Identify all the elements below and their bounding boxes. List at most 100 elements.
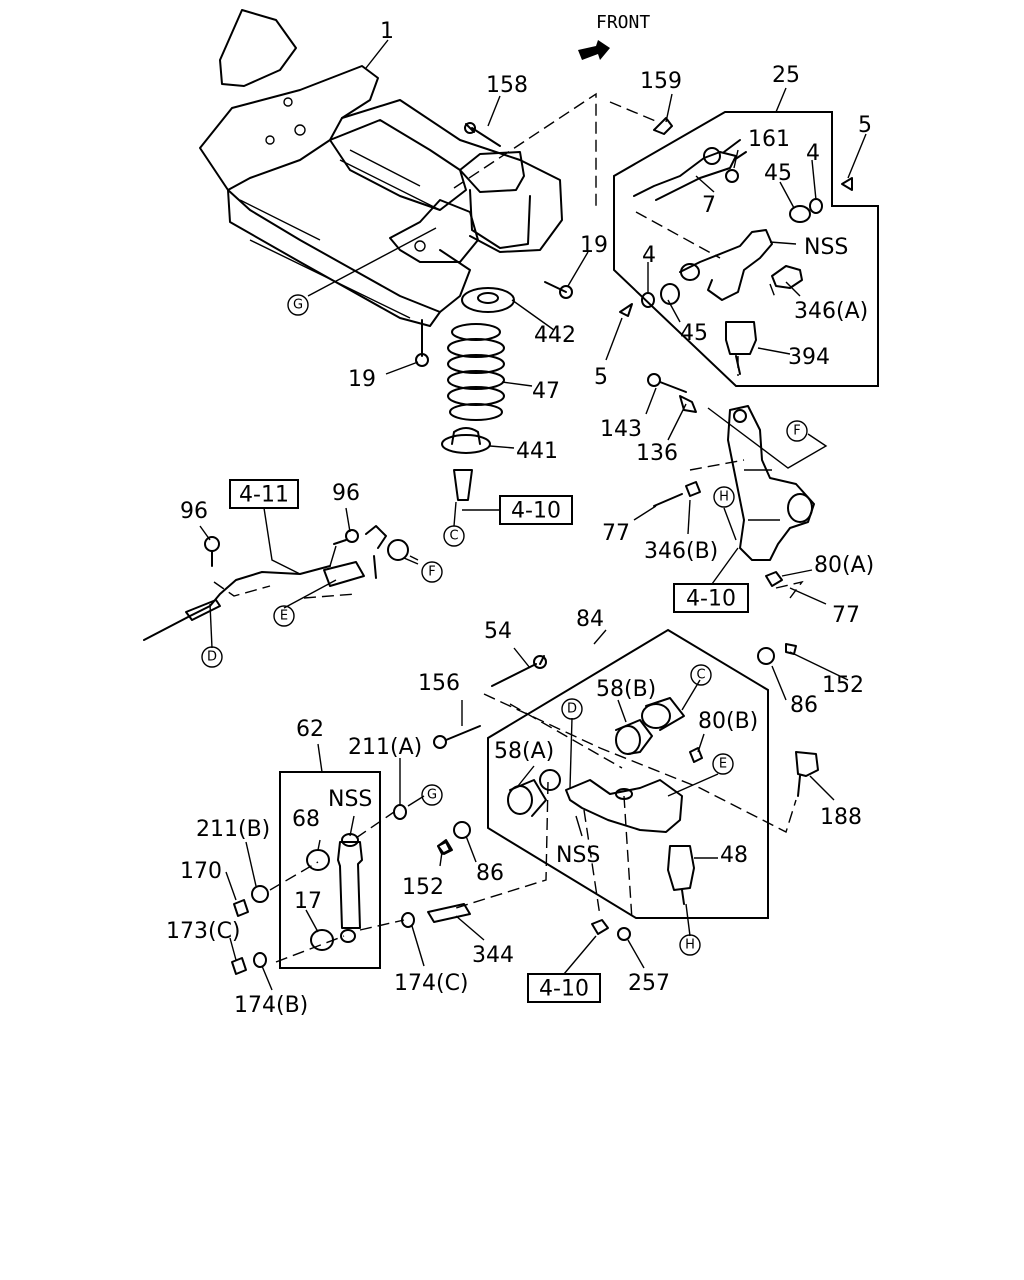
circle-leaders xyxy=(209,227,737,937)
label-80b: 80(B) xyxy=(698,709,758,734)
label-77-upper: 77 xyxy=(602,521,630,546)
label-174b: 174(B) xyxy=(234,993,308,1018)
bolt-19-upper xyxy=(544,281,573,299)
label-152-right: 152 xyxy=(822,673,864,698)
clip-136 xyxy=(679,395,697,413)
upper-arm-parts xyxy=(619,139,853,375)
label-143: 143 xyxy=(600,417,642,442)
svg-text:D: D xyxy=(207,650,217,665)
ref-box-4-10-knuckle[interactable]: 4-10 xyxy=(673,583,749,613)
marker-C-spring: C xyxy=(443,525,465,547)
frame-crossmember xyxy=(199,9,563,327)
svg-text:D: D xyxy=(567,702,577,717)
svg-text:C: C xyxy=(449,529,458,544)
label-25: 25 xyxy=(772,63,800,88)
cotter-pin-77a xyxy=(653,493,683,507)
marker-H-lower: H xyxy=(679,934,701,956)
label-19-upper: 19 xyxy=(580,233,608,258)
leader-lines xyxy=(199,39,867,991)
shock-box-62 xyxy=(279,771,381,969)
label-1: 1 xyxy=(380,19,394,44)
label-nss-lower-arm: NSS xyxy=(556,843,600,868)
upper-arm-guide xyxy=(635,211,777,376)
lower-arm-parts xyxy=(433,643,819,905)
front-label: FRONT xyxy=(596,12,650,33)
svg-text:H: H xyxy=(685,938,695,953)
label-62: 62 xyxy=(296,717,324,742)
label-77-lower: 77 xyxy=(832,603,860,628)
guide-knuckle xyxy=(689,459,804,599)
svg-text:F: F xyxy=(428,565,435,580)
bolt-19-lower xyxy=(415,319,429,367)
label-161: 161 xyxy=(748,127,790,152)
label-48: 48 xyxy=(720,843,748,868)
ref-label-4-10-knuckle: 4-10 xyxy=(686,587,736,612)
label-346b: 346(B) xyxy=(644,539,718,564)
shock-guide xyxy=(269,811,405,963)
label-4-upper: 4 xyxy=(806,141,820,166)
label-nss-upper-arm: NSS xyxy=(804,235,848,260)
svg-text:H: H xyxy=(719,490,729,505)
label-84: 84 xyxy=(576,607,604,632)
label-47: 47 xyxy=(532,379,560,404)
label-5-lower: 5 xyxy=(594,365,608,390)
label-170: 170 xyxy=(180,859,222,884)
label-4-lower: 4 xyxy=(642,243,656,268)
label-58a: 58(A) xyxy=(494,739,554,764)
nut-346b xyxy=(685,481,701,497)
harness-guide xyxy=(213,555,419,599)
sensor-harness xyxy=(143,525,409,641)
part-labels: 1 158 159 25 161 5 45 4 7 19 NSS 4 346(A… xyxy=(166,19,874,1018)
marker-E-harness: E xyxy=(273,605,295,627)
label-45-upper: 45 xyxy=(764,161,792,186)
harness-leader xyxy=(263,507,337,575)
label-152-left: 152 xyxy=(402,875,444,900)
label-156: 156 xyxy=(418,671,460,696)
label-80a: 80(A) xyxy=(814,553,874,578)
label-96-right: 96 xyxy=(332,481,360,506)
label-394: 394 xyxy=(788,345,830,370)
bolt-158 xyxy=(464,122,501,147)
label-68: 68 xyxy=(292,807,320,832)
label-346a: 346(A) xyxy=(794,299,868,324)
coil-spring-47 xyxy=(447,323,505,421)
ref-box-4-11[interactable]: 4-11 xyxy=(229,479,299,509)
ref-label-4-10-lower: 4-10 xyxy=(539,977,589,1002)
marker-F-knuckle: F xyxy=(786,420,808,442)
ref-leaders xyxy=(462,509,739,975)
svg-text:C: C xyxy=(696,668,705,683)
front-arrow-icon xyxy=(578,40,610,60)
label-344: 344 xyxy=(472,943,514,968)
label-45-lower: 45 xyxy=(680,321,708,346)
marker-D-lower: D xyxy=(561,698,583,720)
label-173c: 173(C) xyxy=(166,919,241,944)
svg-text:F: F xyxy=(793,424,800,439)
marker-G-shock: G xyxy=(421,784,443,806)
ref-box-4-10-lower[interactable]: 4-10 xyxy=(527,973,601,1003)
svg-text:G: G xyxy=(427,788,437,803)
bump-stopper-441 xyxy=(441,427,491,501)
label-211b: 211(B) xyxy=(196,817,270,842)
label-nss-shock: NSS xyxy=(328,787,372,812)
label-158: 158 xyxy=(486,73,528,98)
marker-F-harness: F xyxy=(421,561,443,583)
marker-D-harness: D xyxy=(201,646,223,668)
label-86-right: 86 xyxy=(790,693,818,718)
label-257: 257 xyxy=(628,971,670,996)
label-441: 441 xyxy=(516,439,558,464)
ref-box-4-10-spring[interactable]: 4-10 xyxy=(499,495,573,525)
label-58b: 58(B) xyxy=(596,677,656,702)
upper-arm-box-25 xyxy=(613,111,879,387)
label-211a: 211(A) xyxy=(348,735,422,760)
steering-knuckle xyxy=(727,405,815,561)
svg-text:E: E xyxy=(280,609,288,624)
marker-H-knuckle: H xyxy=(713,486,735,508)
guide-159 xyxy=(453,92,659,210)
lower-arm-guide xyxy=(455,693,797,921)
marker-G-frame: G xyxy=(287,294,309,316)
label-7: 7 xyxy=(702,193,716,218)
ref-label-4-11: 4-11 xyxy=(239,483,289,508)
nut-4-10 xyxy=(591,919,609,935)
label-5-upper: 5 xyxy=(858,113,872,138)
